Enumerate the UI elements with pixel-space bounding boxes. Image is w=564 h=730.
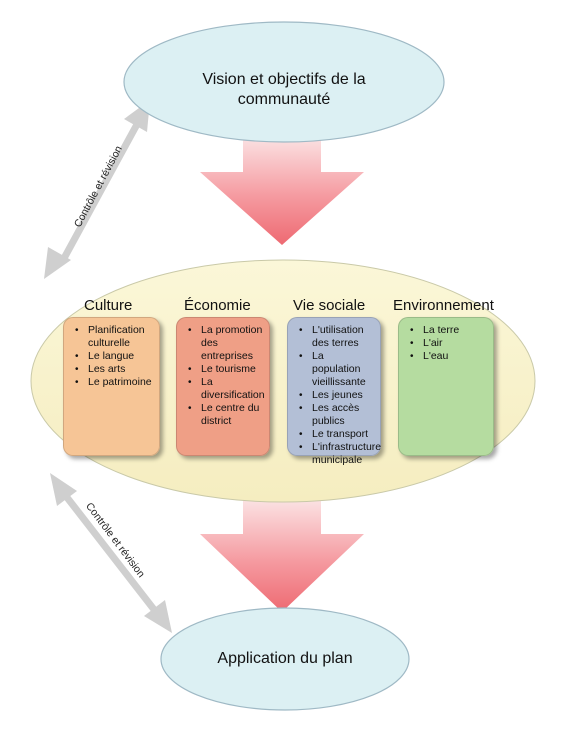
category-card-culture: Planification culturelle Le langue Les a… xyxy=(63,317,160,456)
vision-title: Vision et objectifs de la communauté xyxy=(164,70,404,110)
list-item: L'eau xyxy=(410,350,487,363)
category-title-environnement: Environnement xyxy=(393,297,494,314)
list-item: L'air xyxy=(410,337,487,350)
category-title-economie: Économie xyxy=(184,297,251,314)
list-item: Le tourisme xyxy=(188,363,263,376)
list-item: L'utilisation des terres xyxy=(299,324,374,350)
list-item: Planification culturelle xyxy=(75,324,153,350)
economie-list: La promotion des entreprises Le tourisme… xyxy=(185,324,265,428)
list-item: L'infrastructure municipale xyxy=(299,441,381,467)
category-card-vie-sociale: L'utilisation des terres La population v… xyxy=(287,317,381,466)
category-title-vie-sociale: Vie sociale xyxy=(293,297,366,314)
list-item: Le centre du district xyxy=(188,402,263,428)
application-title: Application du plan xyxy=(217,650,353,667)
red-arrow-bottom xyxy=(200,500,364,612)
list-item: La promotion des entreprises xyxy=(188,324,263,363)
vision-title-line2: communauté xyxy=(237,91,331,108)
category-card-economie: La promotion des entreprises Le tourisme… xyxy=(176,317,270,456)
list-item: Les jeunes xyxy=(299,389,374,402)
list-item: Le langue xyxy=(75,350,153,363)
culture-list: Planification culturelle Le langue Les a… xyxy=(72,324,153,389)
list-item: Les accès publics xyxy=(299,402,374,428)
bottom-ellipse xyxy=(160,607,410,711)
list-item: La diversification xyxy=(188,376,265,402)
category-card-environnement: La terre L'air L'eau xyxy=(398,317,494,456)
red-arrow-top xyxy=(200,137,364,245)
list-item: Les arts xyxy=(75,363,153,376)
list-item: Le patrimoine xyxy=(75,376,153,389)
review-arrow-lower xyxy=(50,473,172,633)
list-item: Le transport xyxy=(299,428,374,441)
list-item: La population vieillissante xyxy=(299,350,374,389)
vie-sociale-list: L'utilisation des terres La population v… xyxy=(296,324,381,467)
top-ellipse xyxy=(123,21,445,143)
list-item: La terre xyxy=(410,324,487,337)
environnement-list: La terre L'air L'eau xyxy=(407,324,487,363)
category-title-culture: Culture xyxy=(84,297,133,314)
vision-title-line1: Vision et objectifs de la xyxy=(202,71,366,88)
